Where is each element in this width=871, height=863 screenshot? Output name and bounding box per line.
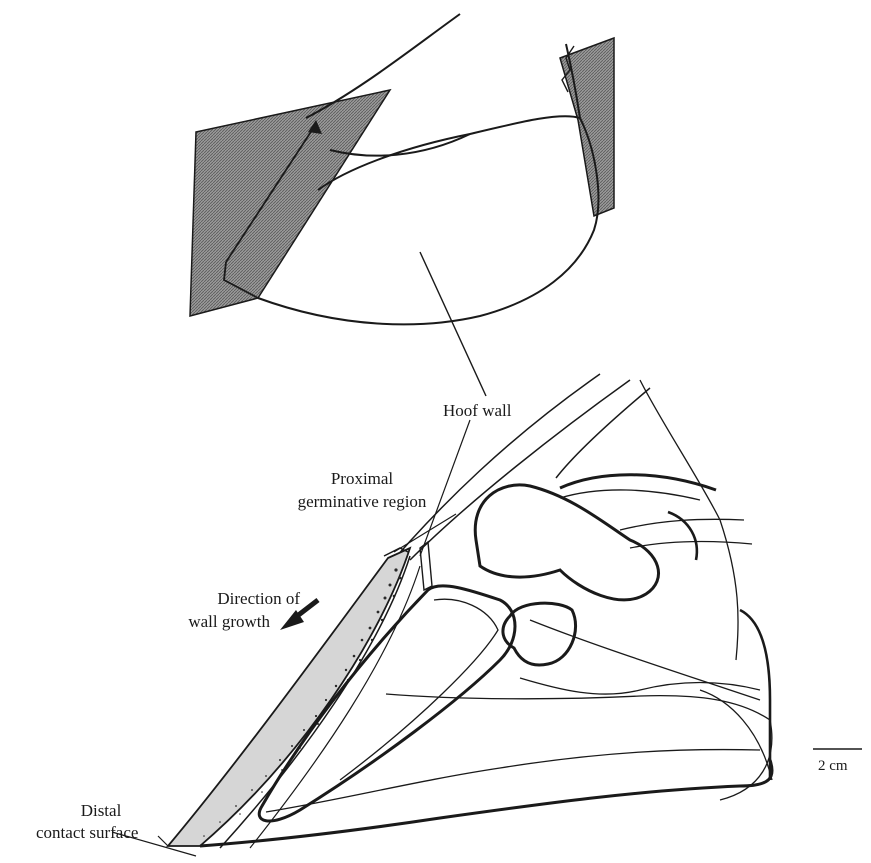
label-direction-line2: wall growth [140, 611, 270, 632]
label-direction-line1: Direction of [140, 588, 300, 609]
middle-phalanx [475, 485, 658, 600]
label-distal-line1: Distal [36, 800, 166, 821]
label-proximal-line1: Proximal [262, 468, 462, 489]
sole [200, 760, 772, 846]
left-section-plane [190, 90, 390, 316]
scale-bar-label: 2 cm [818, 758, 848, 775]
label-distal-line2: contact surface [36, 822, 138, 843]
label-hoof-wall: Hoof wall [443, 400, 511, 421]
hoof-3d-sketch [190, 14, 614, 396]
label-proximal-line2: germinative region [262, 491, 462, 512]
